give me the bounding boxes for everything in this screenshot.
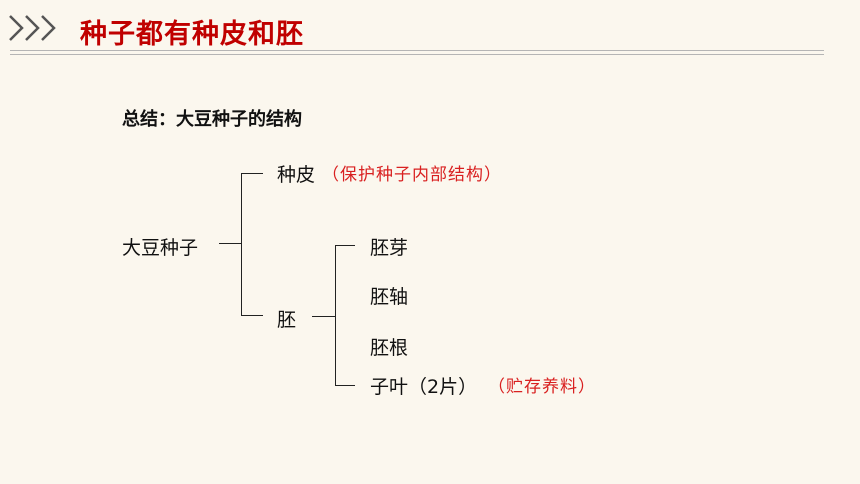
plumule-label: 胚芽 <box>370 237 409 259</box>
seed-coat-label: 种皮 <box>277 164 316 186</box>
hypocotyl-label: 胚轴 <box>370 286 409 308</box>
level1-bracket <box>241 173 242 315</box>
seed-coat-note: （保护种子内部结构） <box>322 165 502 185</box>
cotyledon-label: 子叶（2片） <box>370 376 478 398</box>
level2-bracket <box>335 245 336 385</box>
cotyledon-note: （贮存养料） <box>488 377 596 397</box>
page-title: 种子都有种皮和胚 <box>80 19 304 50</box>
summary-heading: 总结：大豆种子的结构 <box>122 109 302 130</box>
embryo-label: 胚 <box>277 309 297 331</box>
cotyledon-connector <box>335 385 355 386</box>
embryo-out-connector <box>312 316 335 317</box>
header-divider-bottom <box>10 54 824 55</box>
radicle-label: 胚根 <box>370 337 409 359</box>
plumule-connector <box>335 245 355 246</box>
embryo-connector <box>241 315 263 316</box>
root-connector <box>219 243 241 244</box>
seed-coat-connector <box>241 173 263 174</box>
header-divider-top <box>10 50 824 51</box>
root-label: 大豆种子 <box>122 237 199 259</box>
triple-chevron-right-icon <box>9 15 56 41</box>
